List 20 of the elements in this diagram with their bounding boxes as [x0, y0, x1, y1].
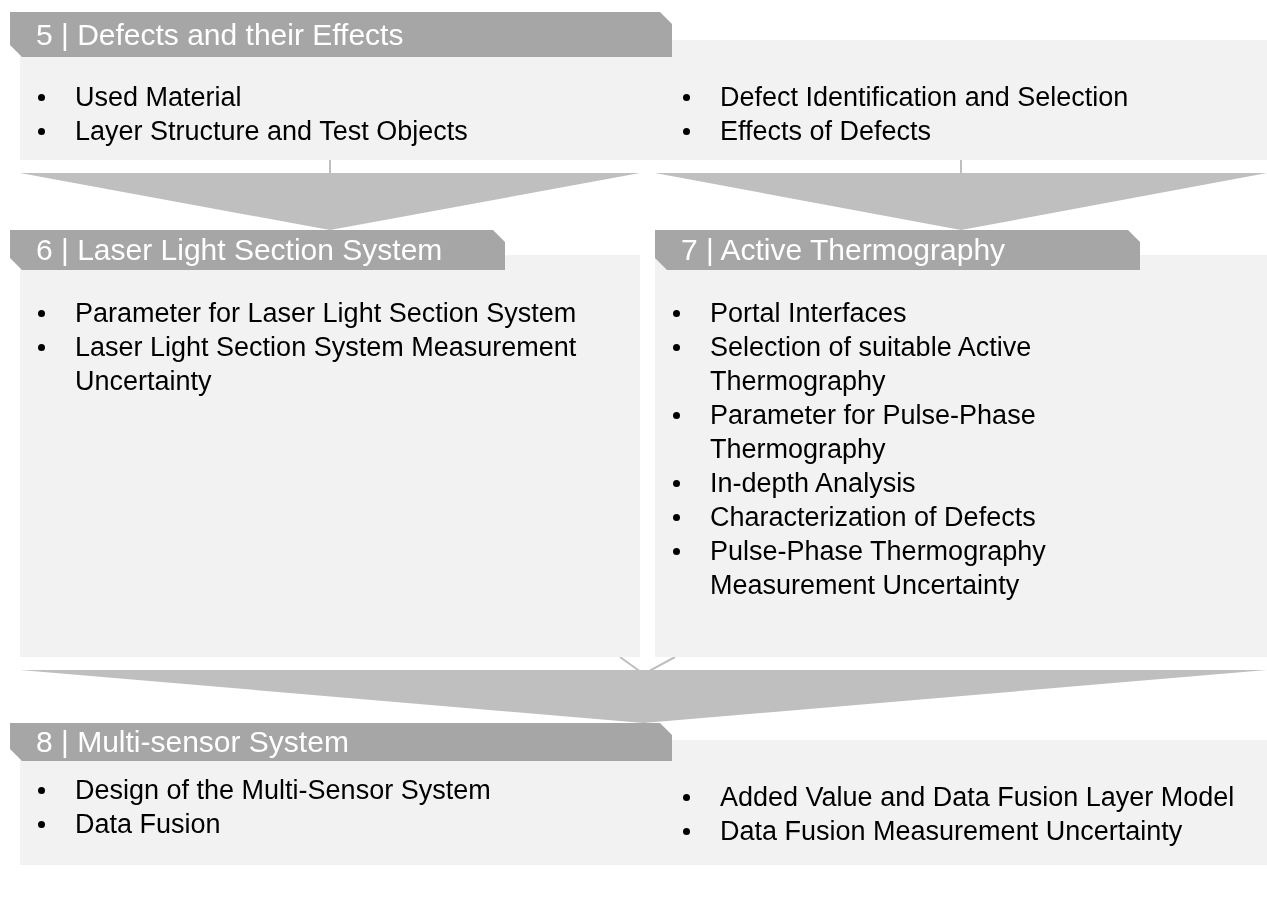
- bullet-item: Laser Light Section System Measurement Uncertainty: [75, 332, 577, 396]
- bullet-item: Added Value and Data Fusion Layer Model: [720, 782, 1235, 812]
- bullet-item: Design of the Multi-Sensor System: [75, 775, 491, 805]
- bullet-item: Defect Identification and Selection: [720, 82, 1129, 112]
- section-header-tab: 8 | Multi-sensor System: [10, 723, 672, 761]
- bullet-item: Pulse-Phase Thermography Measurement Uncertainty: [710, 536, 1046, 600]
- bullet-item: Parameter for Laser Light Section System: [75, 298, 577, 328]
- bullet-item: Parameter for Pulse-Phase Thermography: [710, 400, 1036, 464]
- section-header-tab: 7 | Active Thermography: [655, 230, 1140, 270]
- bullet-item: In-depth Analysis: [710, 468, 916, 498]
- bullet-item: Effects of Defects: [720, 116, 932, 146]
- bullet-item: Used Material: [75, 82, 242, 112]
- section-header-tab: 5 | Defects and their Effects: [10, 12, 672, 57]
- bullet-item: Data Fusion Measurement Uncertainty: [720, 816, 1183, 846]
- bullet-item: Portal Interfaces: [710, 298, 907, 328]
- bullet-item: Layer Structure and Test Objects: [75, 116, 468, 146]
- bullet-item: Data Fusion: [75, 809, 221, 839]
- bullet-item: Characterization of Defects: [710, 502, 1036, 532]
- bullet-item: Selection of suitable Active Thermography: [710, 332, 1032, 396]
- section-header-tab: 6 | Laser Light Section System: [10, 230, 505, 270]
